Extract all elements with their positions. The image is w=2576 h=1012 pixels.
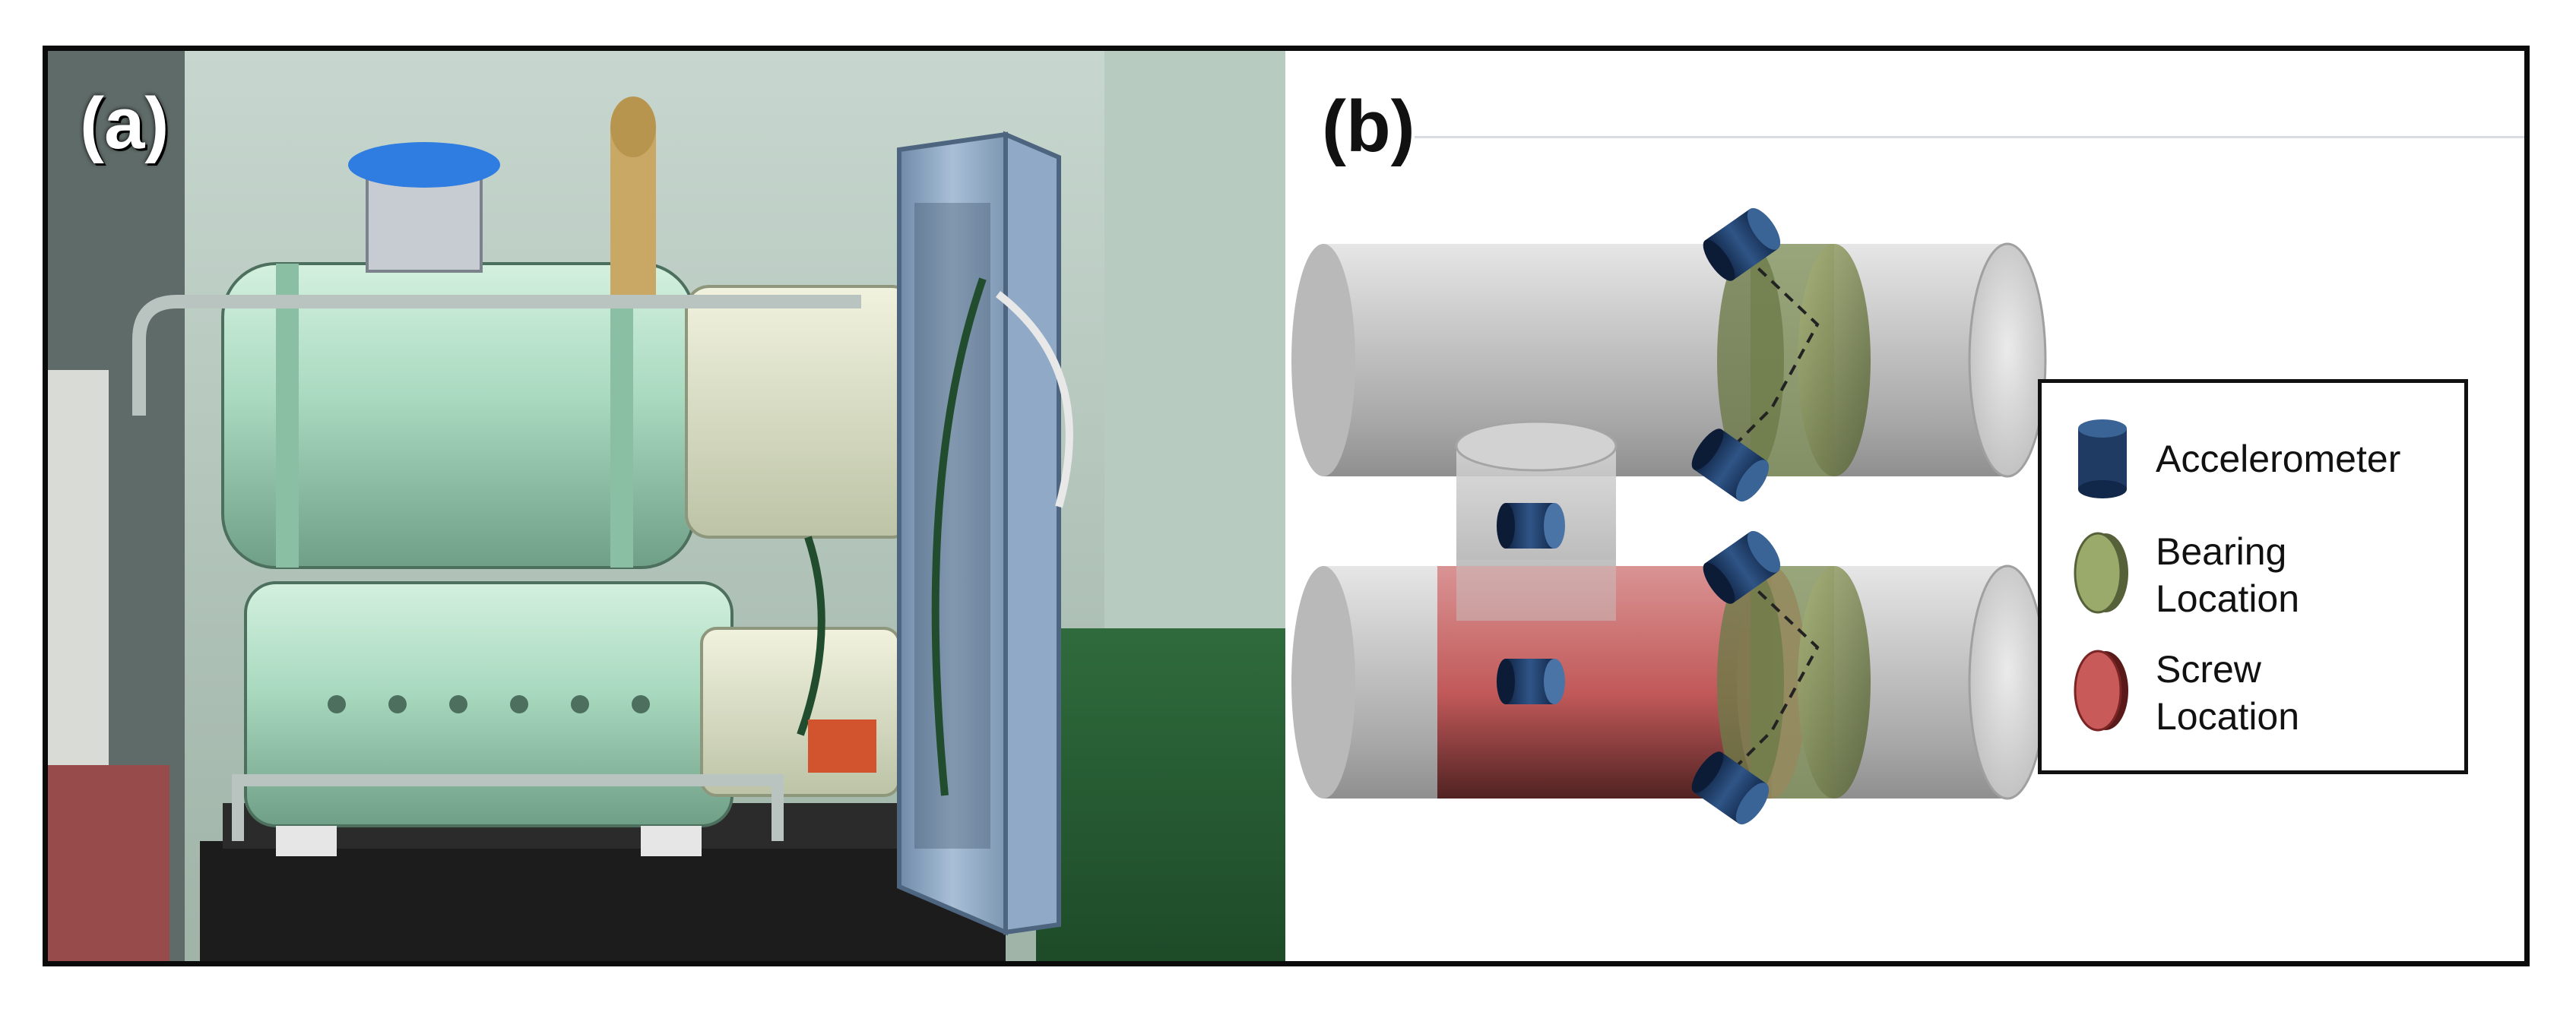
legend: Accelerometer Bearing Location Screw Loc… <box>2038 379 2468 774</box>
accelerometer-upper-bottom <box>1691 429 1770 502</box>
accelerometer-upper-top <box>1703 207 1781 281</box>
legend-label-screw-line2: Location <box>2156 695 2300 738</box>
lower-bearing-signal-path <box>1713 577 1820 789</box>
accelerometer-link <box>1497 503 1565 549</box>
legend-item-screw: Screw Location <box>2042 645 2464 744</box>
accelerometer-screw <box>1497 659 1565 704</box>
sensor-schematic <box>1291 207 2047 825</box>
accelerometer-icon <box>2078 419 2127 498</box>
screw-location-icon <box>2074 650 2128 732</box>
upper-bearing-location <box>1717 244 1871 476</box>
sensor-schematic-panel: (b) <box>1285 51 2524 961</box>
accelerometer-lower-bottom <box>1691 751 1770 825</box>
accelerometer-lower-top <box>1703 530 1781 604</box>
legend-item-accelerometer: Accelerometer <box>2042 416 2464 508</box>
legend-label-screw-line1: Screw <box>2156 648 2261 691</box>
upper-bearing-signal-path <box>1713 255 1820 466</box>
upper-rotor-cylinder <box>1291 242 2047 478</box>
link-overlay <box>1456 560 1616 621</box>
lower-bearing-location <box>1717 566 1871 799</box>
legend-label-bearing-line2: Location <box>2156 577 2300 620</box>
legend-label-accelerometer: Accelerometer <box>2156 438 2401 480</box>
legend-item-bearing: Bearing Location <box>2042 527 2464 626</box>
compressor-photo-illustration <box>48 51 1285 961</box>
legend-label-bearing-line1: Bearing <box>2156 530 2287 573</box>
bearing-location-icon <box>2074 532 2128 614</box>
panel-a-label: (a) <box>80 83 170 164</box>
panel-b-label: (b) <box>1322 86 1415 167</box>
compressor-photo-panel: (a) <box>48 51 1285 961</box>
figure-frame: (a) (b) <box>43 46 2530 966</box>
panel-b-top-rule <box>1415 136 2524 138</box>
